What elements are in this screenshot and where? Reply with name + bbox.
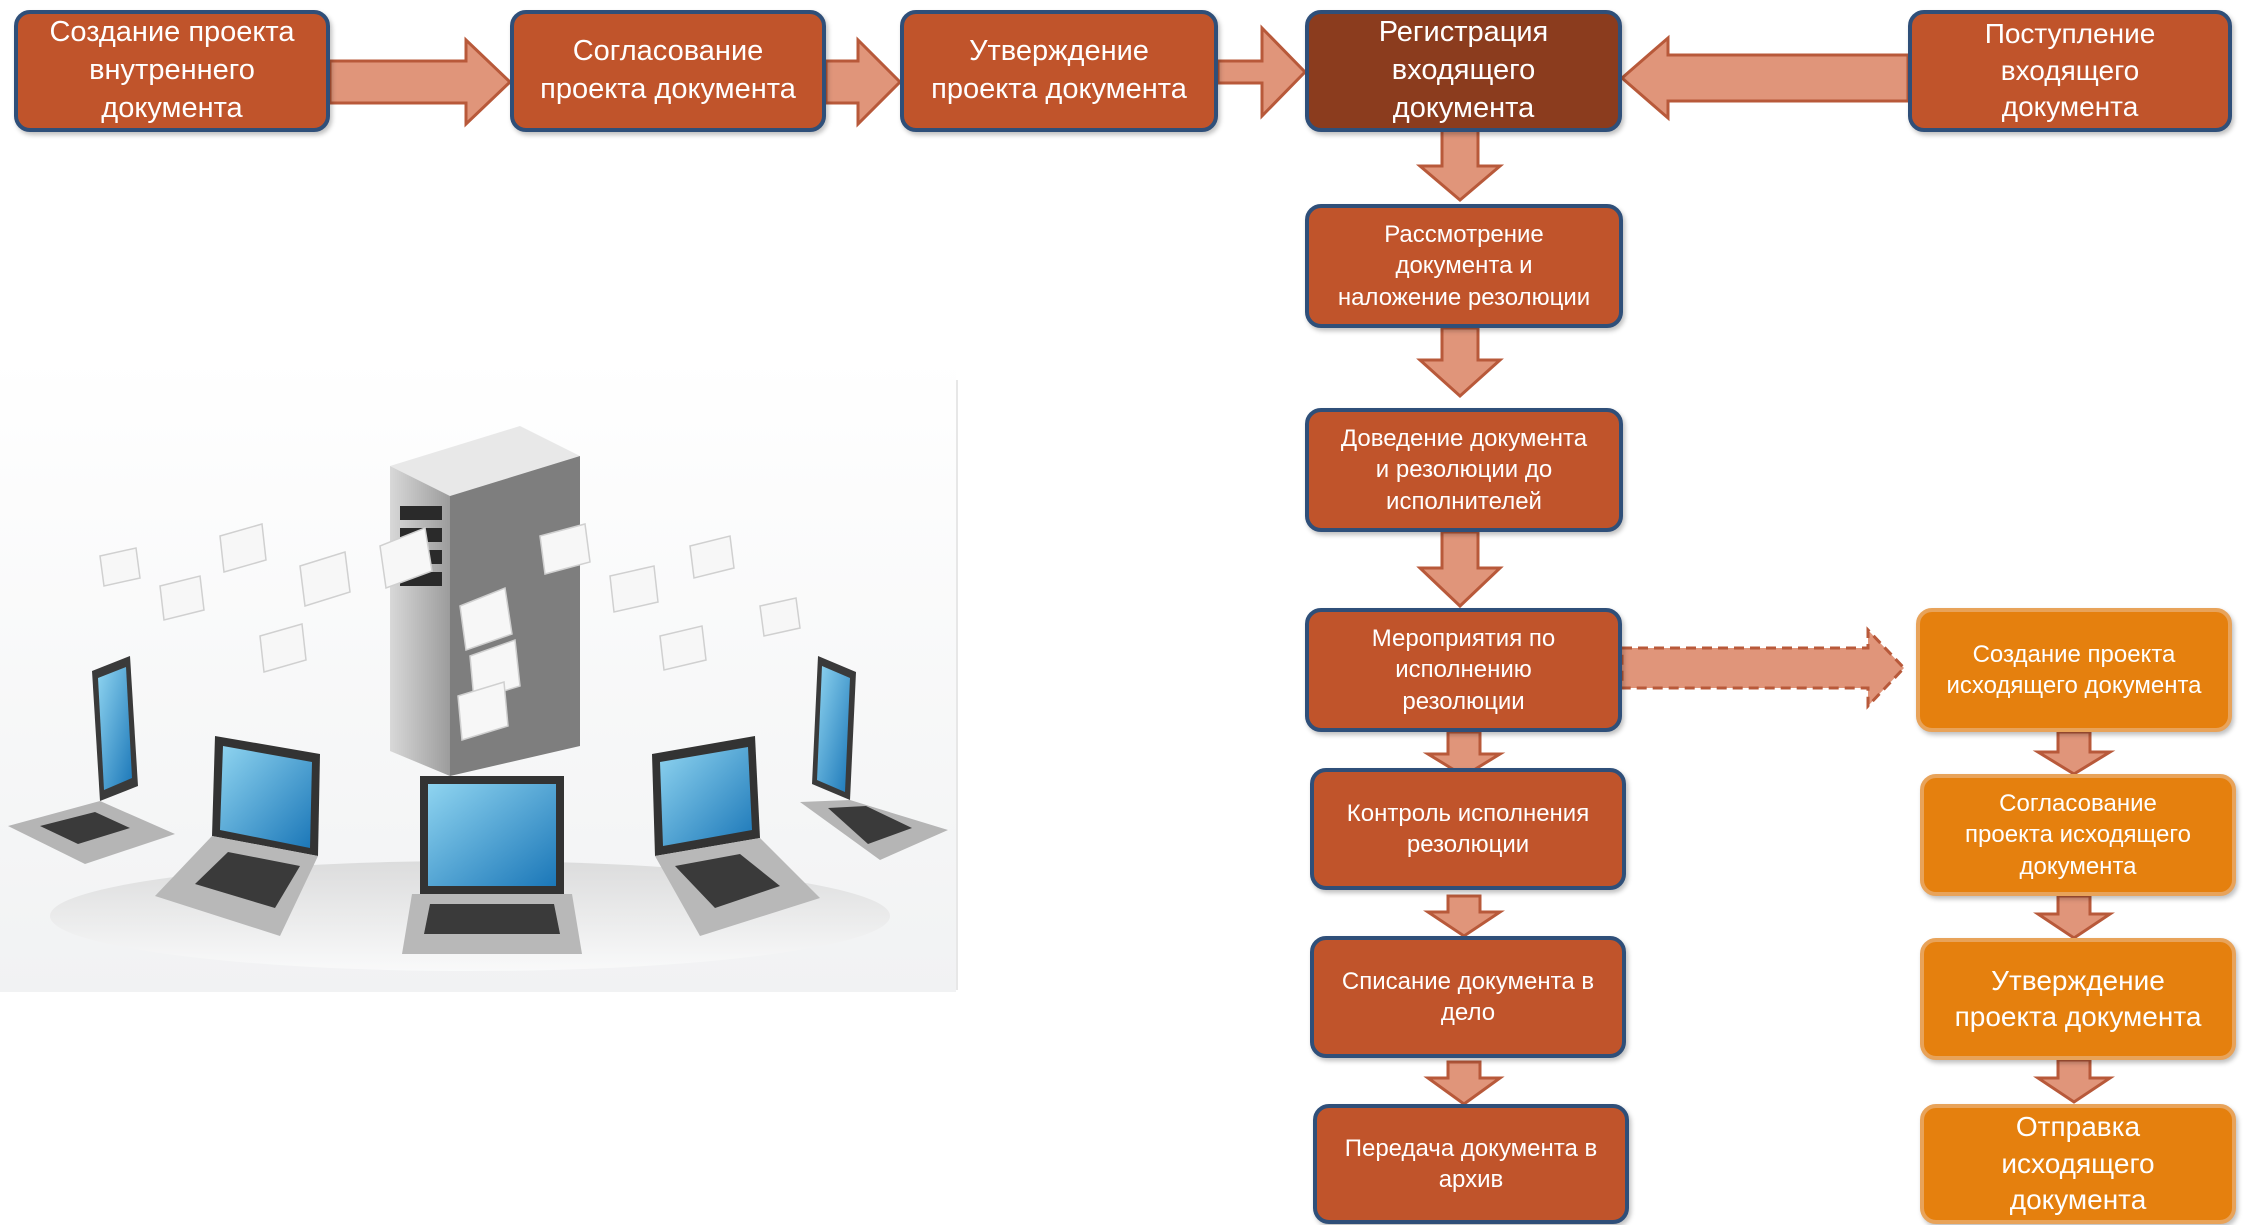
review-resolution-label: Рассмотрение документа и наложение резол… [1337,221,1591,311]
arrow-outgoing-confirm-to-send [2033,1058,2115,1104]
receive-incoming-label: Поступление входящего документа [1984,18,2156,123]
laptop-icon-right [652,736,820,936]
create-outgoing-label: Создание проекта исходящего документа [1946,640,2202,699]
approve-draft-box: Согласование проекта документа [510,10,826,132]
arrow-file-to-archive [1423,1060,1505,1106]
execution-control-box: Контроль исполнения резолюции [1310,768,1626,890]
receive-incoming-box: Поступление входящего документа [1908,10,2232,132]
confirm-draft-box: Утверждение проекта документа [900,10,1218,132]
arrow-approve-to-confirm [824,36,903,128]
approve-draft-label: Согласование проекта документа [540,35,796,105]
file-to-case-box: Списание документа в дело [1310,936,1626,1058]
transfer-archive-label: Передача документа в архив [1344,1134,1598,1193]
file-to-case-label: Списание документа в дело [1341,967,1595,1026]
approve-outgoing-label: Согласование проекта исходящего документ… [1965,790,2191,880]
deliver-to-executors-label: Доведение документа и резолюции до испол… [1340,425,1588,515]
arrow-register-to-review [1415,126,1505,202]
arrow-deliver-to-measures [1416,530,1504,609]
documents-icon [99,523,801,741]
arrow-measures-to-outgoing [1620,626,1907,710]
arrow-outgoing-create-to-approve [2032,730,2116,776]
approve-outgoing-box: Согласование проекта исходящего документ… [1920,774,2236,896]
arrow-control-to-file [1423,894,1505,938]
laptop-icon-far-left [8,656,175,864]
execution-control-label: Контроль исполнения резолюции [1346,799,1590,858]
create-internal-label: Создание проекта внутреннего документа [49,16,295,124]
transfer-archive-box: Передача документа в архив [1313,1104,1629,1224]
confirm-draft-label: Утверждение проекта документа [931,35,1187,105]
arrow-receive-to-register [1619,34,1910,122]
register-incoming-box: Регистрация входящего документа [1305,10,1622,132]
arrow-measures-to-control [1422,730,1506,778]
execution-measures-box: Мероприятия по исполнению резолюции [1305,608,1622,732]
arrow-create-to-approve [328,36,513,128]
register-incoming-label: Регистрация входящего документа [1378,16,1549,124]
send-outgoing-label: Отправка исходящего документа [2001,1111,2155,1216]
execution-measures-label: Мероприятия по исполнению резолюции [1371,625,1556,715]
arrow-review-to-deliver [1416,326,1504,399]
confirm-outgoing-box: Утверждение проекта документа [1920,938,2236,1060]
review-resolution-box: Рассмотрение документа и наложение резол… [1305,204,1623,328]
laptop-icon-center [402,776,582,954]
create-internal-box: Создание проекта внутреннего документа [14,10,330,132]
create-outgoing-box: Создание проекта исходящего документа [1916,608,2232,732]
laptop-icon-far-right [800,656,948,860]
arrow-confirm-to-register [1216,24,1308,120]
confirm-outgoing-label: Утверждение проекта документа [1954,964,2202,1032]
send-outgoing-box: Отправка исходящего документа [1920,1104,2236,1224]
laptop-icon-left [155,736,320,936]
deliver-to-executors-box: Доведение документа и резолюции до испол… [1305,408,1623,532]
arrow-outgoing-approve-to-confirm [2033,894,2115,940]
network-illustration [0,356,958,992]
